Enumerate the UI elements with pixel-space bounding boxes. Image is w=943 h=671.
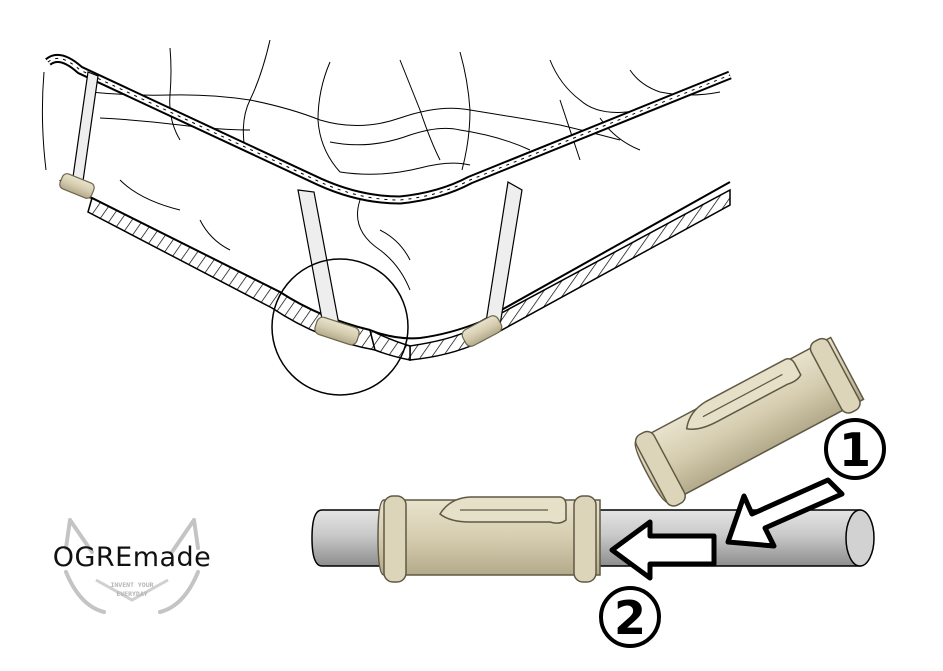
step-badge-1: 1 [824, 418, 886, 480]
quilted-top [89, 39, 721, 175]
mattress-illustration [41, 35, 732, 396]
arrow-step-2 [609, 519, 717, 581]
arrow-step-1 [725, 477, 845, 549]
logo-horns-icon [64, 518, 200, 614]
mounted-clips [59, 173, 503, 347]
detail-callout-circle [271, 258, 409, 396]
clip-mounted [377, 495, 601, 583]
logo-wordmark: OGREmade [53, 542, 212, 573]
mattress-body [44, 35, 730, 337]
detail-illustration: 1 2 [311, 336, 886, 648]
ogremade-logo: OGREmade INVENT YOUR EVERYDAY [53, 518, 212, 614]
step-number-2: 2 [614, 591, 646, 645]
logo-tagline-2: EVERYDAY [116, 590, 147, 598]
step-badge-2: 2 [599, 586, 661, 648]
logo-tagline-1: INVENT YOUR [110, 581, 153, 589]
step-number-1: 1 [839, 423, 871, 477]
clip-loose [634, 336, 865, 507]
